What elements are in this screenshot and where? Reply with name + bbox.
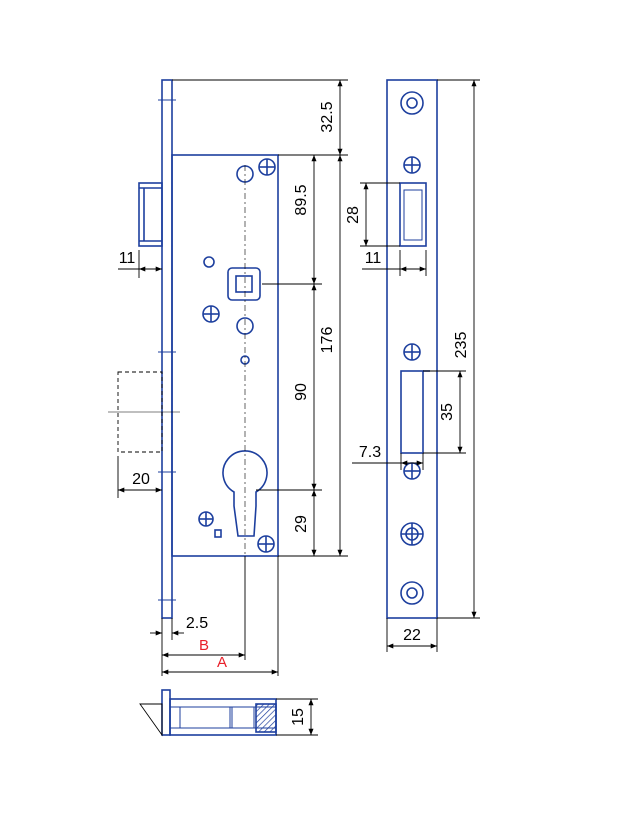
dim-backset-a: A — [217, 654, 227, 671]
side-hatched-part — [255, 703, 277, 733]
screw-icon — [403, 343, 421, 361]
dim-total-to-cylinder: 176 — [319, 327, 336, 354]
dim-spindle-to-cylinder: 90 — [293, 383, 310, 401]
screw-icon — [198, 511, 214, 527]
dim-spindle-from-top: 89.5 — [293, 184, 310, 215]
dim-strike-bolt-width: 7.3 — [359, 444, 381, 461]
latch-opening — [399, 182, 427, 247]
screw-icon — [403, 156, 421, 174]
strike-plate-view — [386, 79, 438, 619]
mounting-hole-icon — [400, 581, 424, 605]
screw-icon — [400, 522, 424, 546]
latch — [138, 182, 163, 247]
bolt-opening — [400, 370, 424, 454]
faceplate — [161, 79, 173, 619]
screw-icon — [257, 535, 275, 553]
side-faceplate — [161, 689, 171, 736]
lock-body-dimensions — [117, 79, 348, 676]
lock-body-view — [108, 79, 279, 619]
strike-dimensions — [352, 79, 480, 652]
spindle-hub — [227, 267, 261, 301]
screw-icon — [258, 158, 276, 176]
dim-latch-projection: 11 — [119, 250, 136, 267]
dim-cylinder-to-bottom: 29 — [293, 515, 310, 533]
dim-bolt-projection: 20 — [132, 471, 150, 488]
dim-backset-b: B — [199, 637, 209, 654]
dim-strike-latch-height: 28 — [345, 206, 362, 224]
dim-top-offset: 32.5 — [319, 101, 336, 132]
dim-strike-width: 22 — [403, 627, 421, 644]
spindle-square — [235, 275, 253, 293]
dim-backset-small: 2.5 — [186, 615, 208, 632]
dim-strike-latch-width: 11 — [365, 250, 382, 267]
dim-strike-bolt-height: 35 — [439, 403, 456, 421]
strike-plate — [386, 79, 438, 619]
dim-case-depth: 15 — [290, 708, 307, 726]
lock-case — [171, 154, 279, 557]
side-view — [139, 689, 277, 737]
cylinder-cutout — [222, 450, 268, 537]
screw-icon — [403, 462, 421, 480]
side-dimensions — [276, 698, 318, 736]
screw-icon — [202, 305, 220, 323]
dim-strike-total-height: 235 — [453, 332, 470, 359]
mounting-hole-icon — [400, 91, 424, 115]
